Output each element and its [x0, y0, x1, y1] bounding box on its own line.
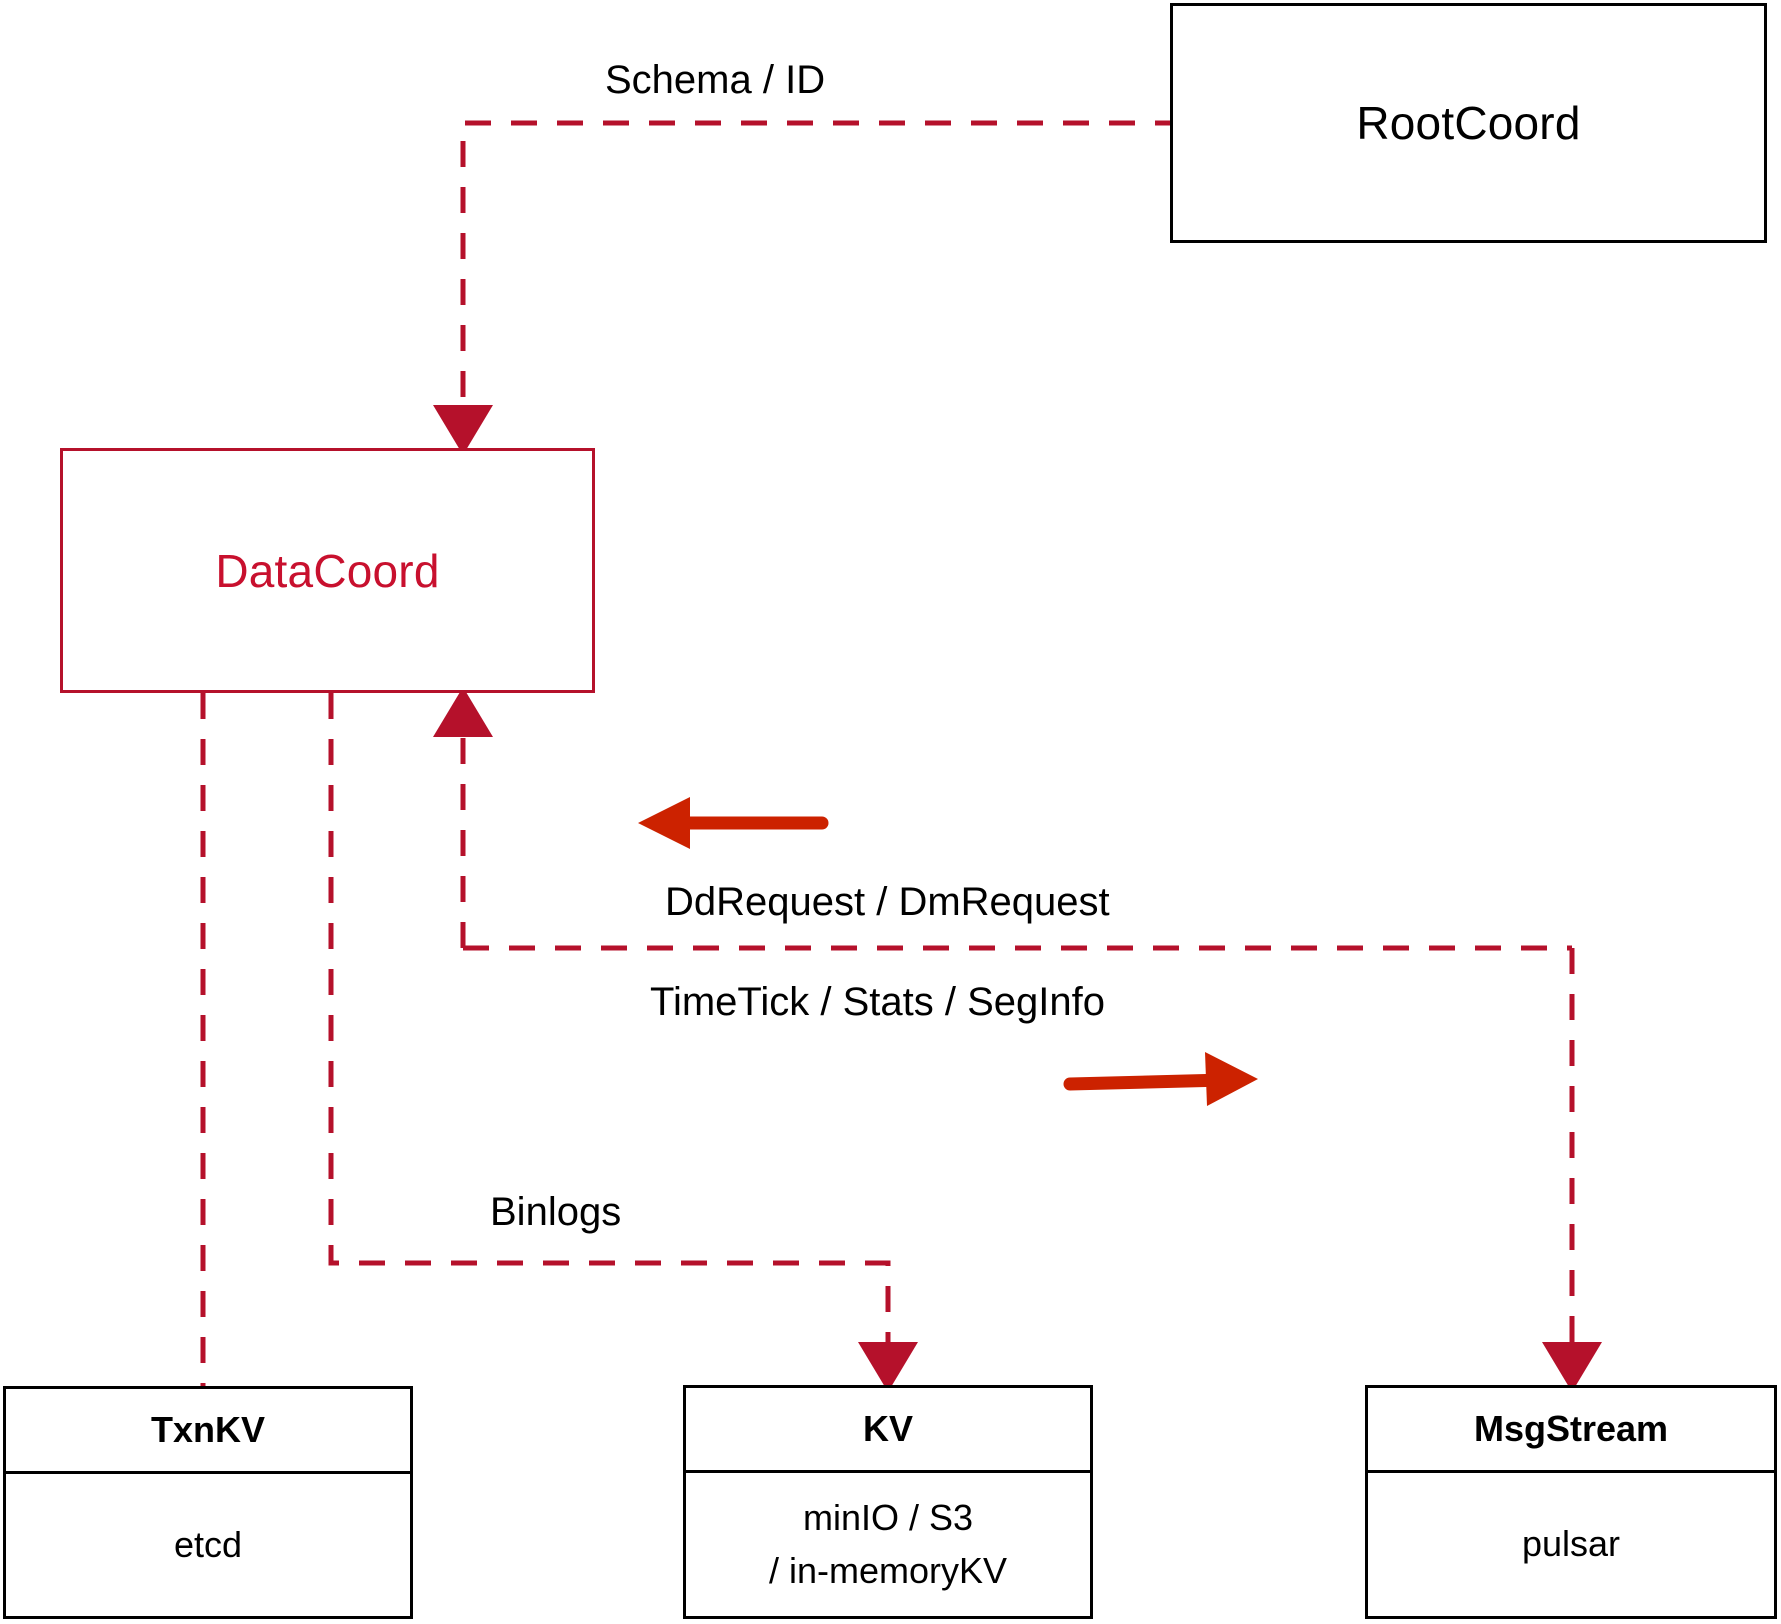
node-txnkv-title: TxnKV [6, 1389, 410, 1474]
node-kv-detail-line-1: minIO / S3 [802, 1497, 974, 1539]
node-rootcoord-label: RootCoord [1356, 97, 1581, 149]
edge-label-timetick-stats-seginfo: TimeTick / Stats / SegInfo [650, 980, 1105, 1024]
node-msgstream-title: MsgStream [1368, 1388, 1774, 1473]
edge-binlogs [328, 693, 918, 1392]
node-msgstream-detail: pulsar [1368, 1473, 1774, 1616]
node-datacoord-label: DataCoord [215, 544, 440, 597]
direction-arrow-right-icon [1063, 1052, 1258, 1106]
edge-msgstream-bus [433, 687, 1602, 1392]
edge-label-dd-dm-request: DdRequest / DmRequest [665, 880, 1110, 924]
node-msgstream[interactable]: MsgStream pulsar [1365, 1385, 1777, 1619]
node-rootcoord[interactable]: RootCoord [1170, 3, 1767, 243]
node-datacoord[interactable]: DataCoord [60, 448, 595, 693]
node-txnkv-detail: etcd [6, 1474, 410, 1616]
node-txnkv[interactable]: TxnKV etcd [3, 1386, 413, 1619]
node-kv[interactable]: KV minIO / S3 / in-memoryKV [683, 1385, 1093, 1619]
node-kv-title: KV [686, 1388, 1090, 1473]
node-kv-detail: minIO / S3 / in-memoryKV [686, 1473, 1090, 1616]
direction-arrow-left-icon [638, 797, 829, 849]
edge-label-binlogs: Binlogs [490, 1190, 622, 1234]
node-txnkv-detail-line-1: etcd [173, 1523, 243, 1565]
node-kv-detail-line-2: / in-memoryKV [768, 1549, 1008, 1591]
node-msgstream-detail-line-1: pulsar [1521, 1523, 1621, 1565]
edge-label-schema-id: Schema / ID [605, 58, 826, 102]
